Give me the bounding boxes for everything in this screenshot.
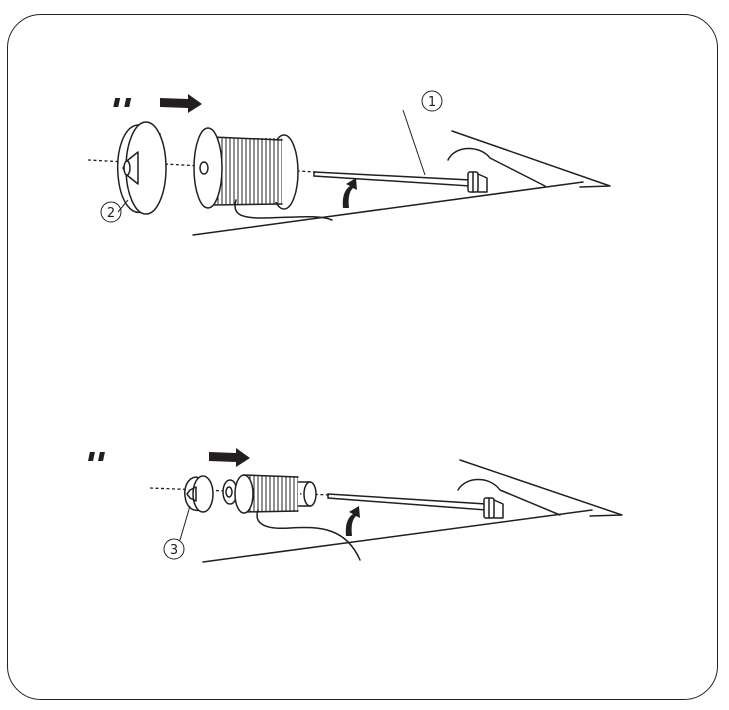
machine-top-outline [192,130,611,236]
machine-bottom-outline [202,459,623,563]
callout-1-label: 1 [428,95,436,110]
top-illustration: 1 2 [87,90,611,236]
callout-3-circle [163,538,185,560]
raise-arrow-top-icon [342,178,357,208]
thread-spool-top [193,127,333,221]
spool-pin-top [313,171,488,193]
small-spool-holder-cap [184,475,214,513]
illustration-frame [7,14,718,700]
direction-arrow-bottom-icon [88,448,250,467]
raise-arrow-bottom-icon [345,506,360,536]
spool-pin-bottom [327,493,504,519]
callout-2-circle [100,201,122,223]
large-spool-holder-cap [116,121,167,215]
callout-3-label: 3 [170,543,178,558]
callout-2-label: 2 [107,206,115,221]
thread-spool-bottom [222,474,361,561]
callout-1-circle [421,90,443,112]
direction-arrow-top-icon [113,94,202,113]
bottom-illustration: 3 [88,448,623,563]
